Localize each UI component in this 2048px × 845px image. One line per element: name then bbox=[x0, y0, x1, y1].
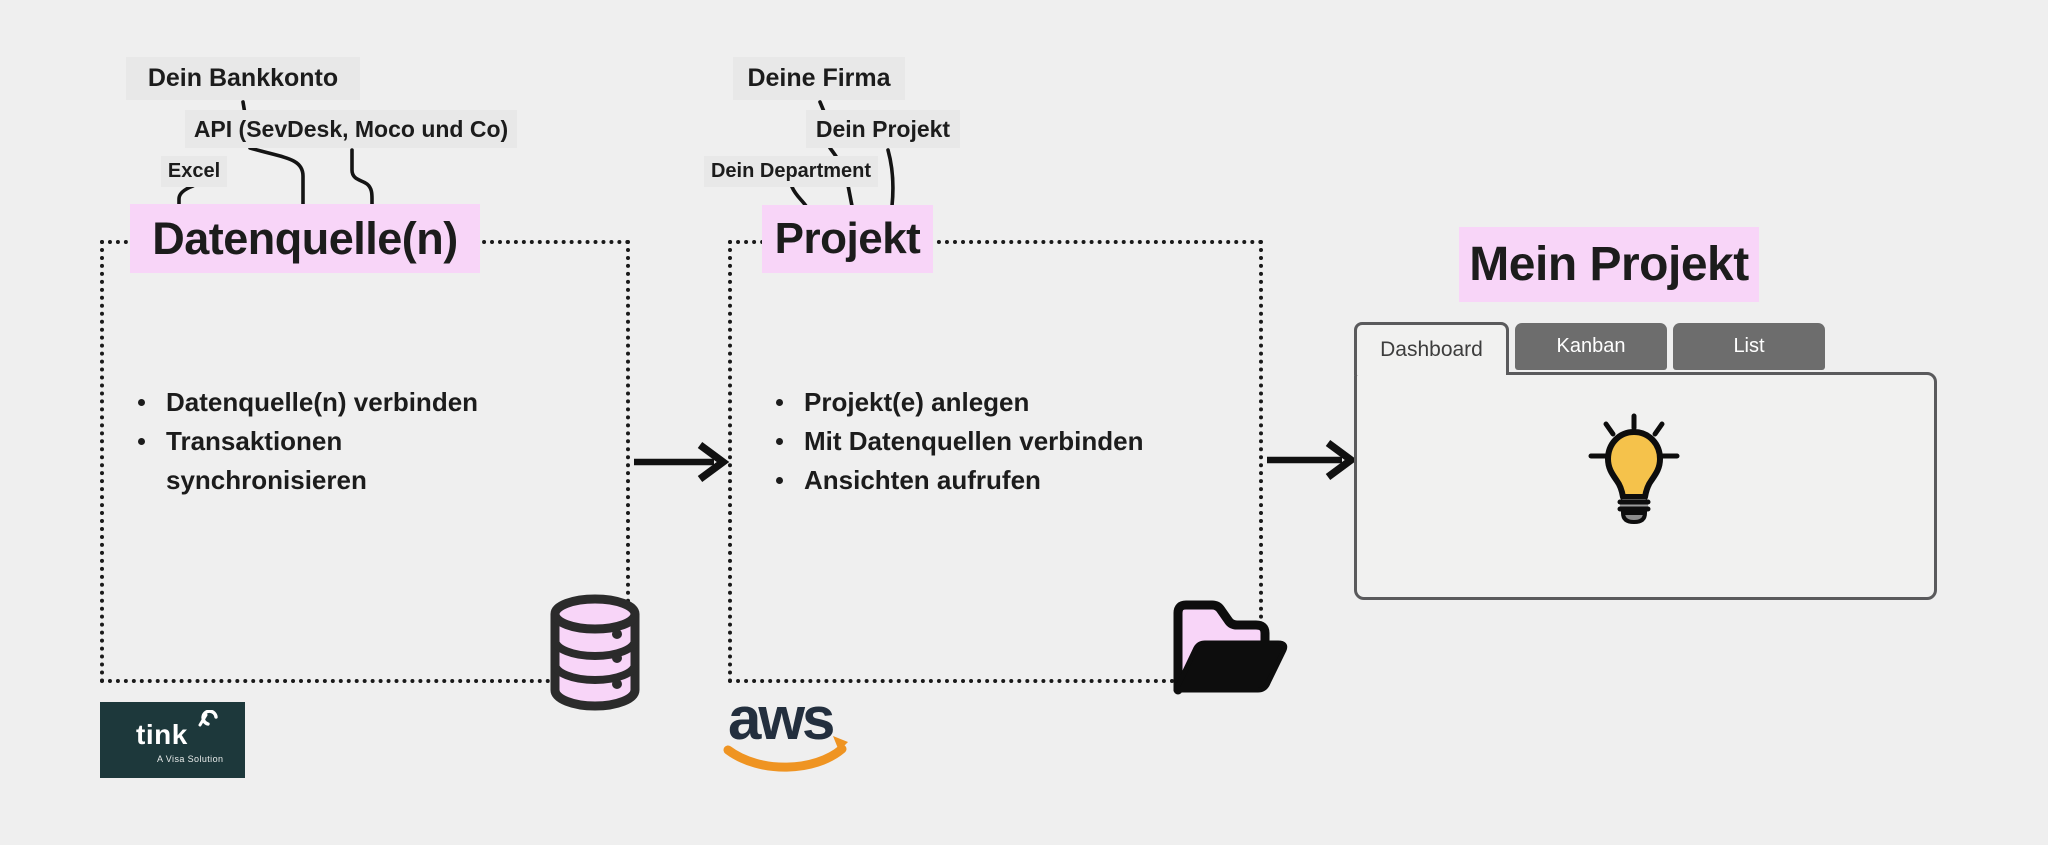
tink-logo: tink A Visa Solution bbox=[100, 702, 245, 778]
datasource-title: Datenquelle(n) bbox=[130, 204, 480, 273]
tab-dashboard-label: Dashboard bbox=[1380, 338, 1483, 361]
datasource-bullet-list: Datenquelle(n) verbinden Transaktionen s… bbox=[134, 383, 534, 500]
result-title: Mein Projekt bbox=[1459, 227, 1759, 302]
tab-kanban[interactable]: Kanban bbox=[1515, 323, 1667, 370]
arrow-right-icon bbox=[1267, 439, 1358, 481]
project-box bbox=[728, 240, 1263, 683]
open-folder-icon bbox=[1173, 600, 1288, 695]
datasource-title-text: Datenquelle(n) bbox=[152, 212, 458, 264]
project-bullet-list: Projekt(e) anlegen Mit Datenquellen verb… bbox=[772, 383, 1208, 500]
tink-tagline: A Visa Solution bbox=[157, 754, 224, 764]
tab-list[interactable]: List bbox=[1673, 323, 1825, 370]
tag-project-label: Dein Projekt bbox=[815, 115, 951, 142]
lightbulb-icon bbox=[1588, 413, 1680, 525]
tab-kanban-label: Kanban bbox=[1556, 335, 1626, 357]
project-title-text: Projekt bbox=[774, 214, 921, 263]
tab-list-label: List bbox=[1733, 335, 1765, 357]
list-item: Mit Datenquellen verbinden bbox=[772, 422, 1208, 461]
tag-api-label: API (SevDesk, Moco und Co) bbox=[193, 115, 509, 142]
project-title: Projekt bbox=[762, 205, 933, 273]
tag-department: Dein Department bbox=[704, 156, 878, 187]
tag-project: Dein Projekt bbox=[806, 110, 960, 148]
tink-mark-icon bbox=[198, 710, 218, 727]
tag-api: API (SevDesk, Moco und Co) bbox=[185, 110, 517, 148]
tag-company-label: Deine Firma bbox=[747, 64, 891, 92]
result-title-text: Mein Projekt bbox=[1469, 238, 1749, 291]
database-icon bbox=[550, 594, 640, 711]
tag-excel: Excel bbox=[161, 156, 227, 187]
tink-logo-wordmark: tink bbox=[136, 719, 188, 750]
tag-excel-label: Excel bbox=[167, 160, 221, 182]
list-item: Projekt(e) anlegen bbox=[772, 383, 1208, 422]
list-item: Ansichten aufrufen bbox=[772, 461, 1208, 500]
tag-department-label: Dein Department bbox=[710, 160, 872, 182]
tab-dashboard[interactable]: Dashboard bbox=[1354, 322, 1509, 375]
tag-company: Deine Firma bbox=[733, 57, 905, 100]
tag-bank-account: Dein Bankkonto bbox=[126, 57, 360, 100]
list-item: Datenquelle(n) verbinden bbox=[134, 383, 534, 422]
aws-logo: aws bbox=[723, 688, 848, 772]
list-item: Transaktionen synchronisieren bbox=[134, 422, 534, 500]
tag-bank-account-label: Dein Bankkonto bbox=[147, 64, 339, 92]
aws-wordmark: aws bbox=[728, 688, 833, 752]
arrow-right-icon bbox=[634, 441, 730, 483]
